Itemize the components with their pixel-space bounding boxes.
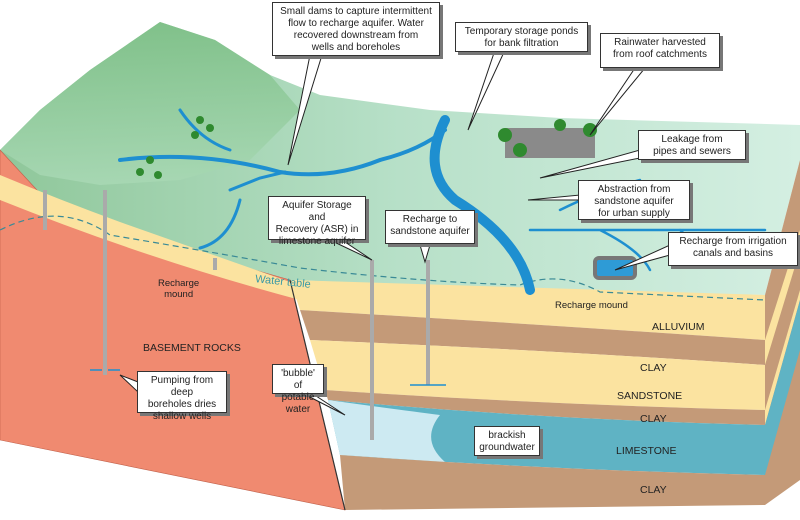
basement-rocks-label: BASEMENT ROCKS xyxy=(143,342,241,354)
callout-bubble: 'bubble' of potable water xyxy=(272,364,324,415)
flow-arrows xyxy=(90,369,446,386)
callout-asr: Aquifer Storage and Recovery (ASR) in li… xyxy=(268,196,366,247)
callout-irrigation: Recharge from irrigation canals and basi… xyxy=(668,232,798,266)
rivers xyxy=(118,108,767,295)
callout-abstraction: Abstraction from sandstone aquifer for u… xyxy=(578,180,690,220)
callout-leakage: Leakage from pipes and sewers xyxy=(638,130,746,160)
sandstone-label: SANDSTONE xyxy=(617,390,683,402)
clay-label-2: CLAY xyxy=(640,413,667,425)
recharge-mound-right-label: Recharge mound xyxy=(555,300,628,311)
callout-brackish: brackish groundwater xyxy=(474,426,540,456)
irrigation-basin xyxy=(593,256,637,280)
alluvium-label: ALLUVIUM xyxy=(652,321,705,333)
callout-recharge-sandstone: Recharge to sandstone aquifer xyxy=(385,210,475,244)
clay-layer-2 xyxy=(325,390,765,425)
callout-pointers xyxy=(119,49,671,416)
potable-bubble xyxy=(328,400,445,462)
clay-layer-1 xyxy=(300,310,765,365)
town xyxy=(498,119,597,158)
forest-trees xyxy=(136,116,214,179)
alluvium-layer xyxy=(290,280,765,340)
limestone-label: LIMESTONE xyxy=(616,445,677,457)
clay-label-3: CLAY xyxy=(640,484,667,496)
hills xyxy=(0,22,300,185)
clay-label-1: CLAY xyxy=(640,362,667,374)
boreholes xyxy=(43,190,430,440)
callout-small-dams: Small dams to capture intermittent flow … xyxy=(272,2,440,56)
recharge-mound-left-label: Recharge mound xyxy=(158,278,200,300)
clay-layer-3 xyxy=(340,455,765,510)
callout-pumping: Pumping from deep boreholes dries shallo… xyxy=(137,371,227,422)
callout-storage-ponds: Temporary storage ponds for bank filtrat… xyxy=(455,22,588,52)
sandstone-layer xyxy=(310,340,765,410)
callout-rainwater: Rainwater harvested from roof catchments xyxy=(600,33,720,68)
